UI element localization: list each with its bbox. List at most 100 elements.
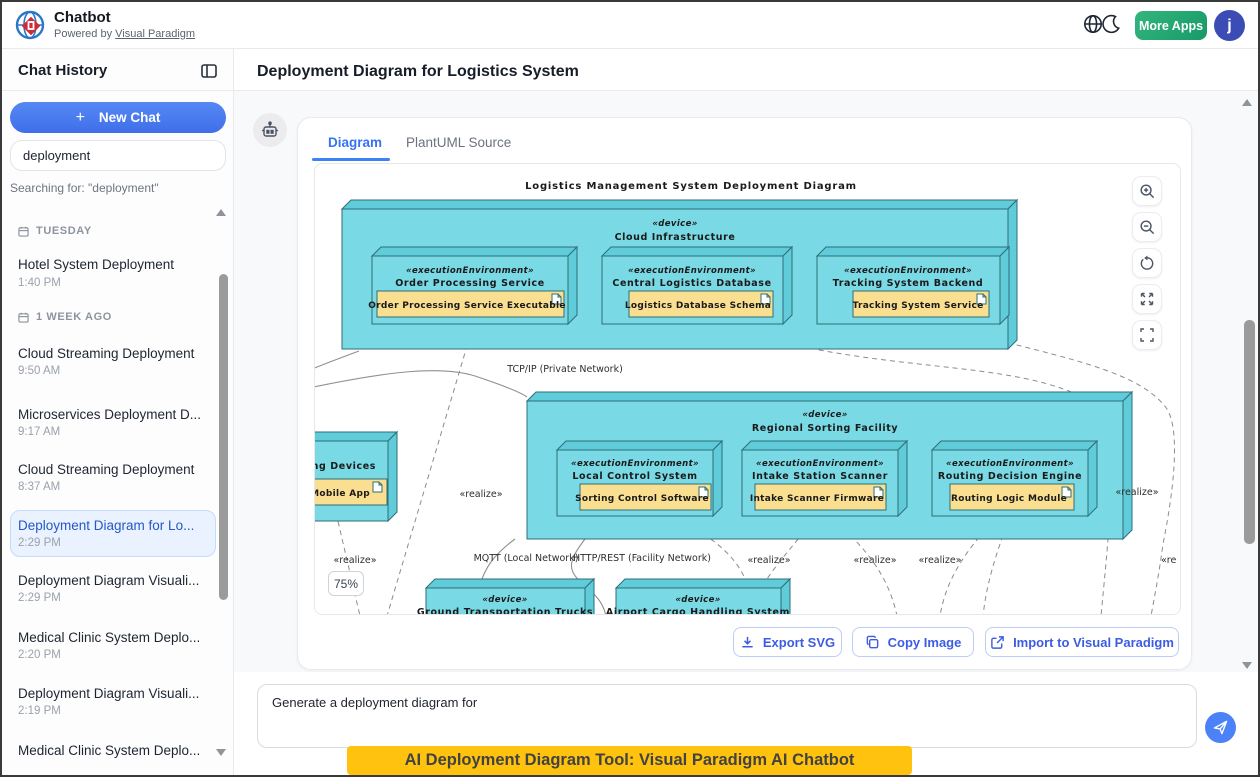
- zoom-level-badge: 75%: [328, 571, 364, 596]
- scrollbar-up-arrow[interactable]: [216, 209, 226, 216]
- visual-paradigm-link[interactable]: Visual Paradigm: [115, 28, 196, 40]
- chat-item-selected[interactable]: [10, 510, 216, 557]
- svg-text:Cloud Infrastructure: Cloud Infrastructure: [615, 232, 736, 243]
- svg-text:Ground Transportation Trucks: Ground Transportation Trucks: [417, 607, 593, 615]
- svg-text:Intake Station Scanner: Intake Station Scanner: [752, 471, 888, 482]
- search-input[interactable]: [10, 140, 226, 171]
- sidebar: Chat History +New Chat Searching for: "d…: [2, 49, 234, 775]
- chat-item-time: 8:37 AM: [18, 481, 61, 493]
- chat-item[interactable]: Deployment Diagram Visuali...: [18, 573, 200, 588]
- svg-text:Tracking System Service: Tracking System Service: [853, 301, 984, 311]
- chat-item[interactable]: Medical Clinic System Deplo...: [18, 743, 201, 758]
- language-globe-icon[interactable]: [1082, 13, 1106, 37]
- plus-icon: +: [75, 108, 85, 126]
- bot-avatar-icon: [253, 113, 287, 147]
- app-title: Chatbot: [54, 9, 111, 26]
- svg-text:«device»: «device»: [802, 410, 847, 420]
- external-link-icon: [991, 635, 1004, 649]
- dark-mode-moon-icon[interactable]: [1100, 13, 1124, 37]
- send-button[interactable]: [1205, 712, 1236, 743]
- new-chat-button[interactable]: +New Chat: [10, 102, 226, 133]
- svg-text:«device»: «device»: [652, 219, 697, 229]
- chat-item-time: 2:29 PM: [18, 537, 61, 549]
- artifact-icon: [372, 481, 383, 493]
- svg-text:Airport Cargo Handling System: Airport Cargo Handling System: [606, 607, 790, 615]
- chat-item[interactable]: Microservices Deployment D...: [18, 407, 202, 422]
- svg-text:Order Processing Service: Order Processing Service: [395, 278, 545, 289]
- zoom-in-button[interactable]: [1132, 176, 1162, 206]
- scrollbar-down-arrow[interactable]: [216, 749, 226, 756]
- chat-item-time: 9:17 AM: [18, 426, 61, 438]
- node-cut-device: e» ing Devices r Mobile App: [315, 430, 399, 523]
- svg-text:Routing Logic Module: Routing Logic Module: [951, 494, 1067, 504]
- svg-text:«executionEnvironment»: «executionEnvironment»: [571, 459, 699, 469]
- diagram-card: Diagram PlantUML Source: [297, 117, 1192, 670]
- diagram-title: Logistics Management System Deployment D…: [525, 181, 857, 192]
- scrollbar-down-arrow[interactable]: [1242, 662, 1252, 669]
- message-input[interactable]: Generate a deployment diagram for: [257, 684, 1197, 748]
- edge-label-realize: «realize»: [333, 555, 376, 566]
- edge-label-mqtt: MQTT (Local Network): [474, 553, 579, 564]
- user-avatar[interactable]: j: [1214, 10, 1245, 41]
- svg-text:Tracking System Backend: Tracking System Backend: [833, 278, 984, 289]
- send-icon: [1213, 720, 1228, 735]
- main-scrollbar-thumb[interactable]: [1244, 320, 1255, 544]
- artifact-icon: [551, 293, 562, 305]
- node-airport-cargo-handling-system: «device» Airport Cargo Handling System: [606, 577, 792, 615]
- edge-label-http: HTTP/REST (Facility Network): [573, 553, 711, 564]
- date-header: TUESDAY: [18, 225, 92, 237]
- chat-item-time: 2:20 PM: [18, 649, 61, 661]
- download-icon: [742, 636, 753, 647]
- edge-label-realize: «realize»: [918, 555, 961, 566]
- node-central-logistics-database: «executionEnvironment» Central Logistics…: [600, 245, 794, 326]
- artifact-icon: [873, 486, 884, 498]
- chat-item[interactable]: Cloud Streaming Deployment: [18, 346, 195, 361]
- diagram-viewport[interactable]: Logistics Management System Deployment D…: [314, 163, 1181, 615]
- svg-text:«executionEnvironment»: «executionEnvironment»: [946, 459, 1074, 469]
- chat-item[interactable]: Cloud Streaming Deployment: [18, 462, 195, 477]
- node-local-control-system: «executionEnvironment» Local Control Sys…: [555, 439, 724, 518]
- export-svg-button[interactable]: Export SVG: [733, 627, 842, 657]
- svg-text:«device»: «device»: [675, 595, 720, 605]
- svg-text:Central Logistics Database: Central Logistics Database: [612, 278, 771, 289]
- tab-plantuml-source[interactable]: PlantUML Source: [406, 135, 512, 150]
- chat-item-time: 2:19 PM: [18, 705, 61, 717]
- promo-banner: AI Deployment Diagram Tool: Visual Parad…: [347, 746, 912, 775]
- edge-label-realize: «realize»: [853, 555, 896, 566]
- copy-image-button[interactable]: Copy Image: [852, 627, 974, 657]
- svg-text:Order Processing Service Execu: Order Processing Service Executable: [368, 301, 566, 311]
- calendar-icon: [18, 312, 29, 323]
- reset-view-button[interactable]: [1132, 248, 1162, 278]
- fullscreen-button[interactable]: [1132, 320, 1162, 350]
- svg-text:«executionEnvironment»: «executionEnvironment»: [756, 459, 884, 469]
- svg-text:«device»: «device»: [482, 595, 527, 605]
- svg-text:«executionEnvironment»: «executionEnvironment»: [406, 266, 534, 276]
- svg-text:Routing Decision Engine: Routing Decision Engine: [938, 471, 1082, 482]
- chat-item-time: 9:50 AM: [18, 365, 61, 377]
- svg-text:Intake Scanner Firmware: Intake Scanner Firmware: [750, 494, 884, 504]
- deployment-diagram: Logistics Management System Deployment D…: [315, 181, 1177, 615]
- import-to-vp-button[interactable]: Import to Visual Paradigm: [985, 627, 1179, 657]
- scrollbar-up-arrow[interactable]: [1242, 99, 1252, 106]
- chat-item[interactable]: Deployment Diagram Visuali...: [18, 686, 200, 701]
- chat-item[interactable]: Medical Clinic System Deplo...: [18, 630, 201, 645]
- svg-text:Sorting Control Software: Sorting Control Software: [575, 494, 709, 504]
- chat-item-time: 2:29 PM: [18, 592, 61, 604]
- calendar-icon: [18, 226, 29, 237]
- artifact-icon: [1061, 486, 1072, 498]
- svg-text:Regional Sorting Facility: Regional Sorting Facility: [752, 423, 898, 434]
- collapse-sidebar-icon[interactable]: [200, 62, 220, 82]
- expand-button[interactable]: [1132, 284, 1162, 314]
- sidebar-scrollbar-thumb[interactable]: [219, 274, 228, 600]
- svg-text:ing Devices: ing Devices: [315, 461, 376, 472]
- chat-item[interactable]: Hotel System Deployment: [18, 257, 175, 272]
- more-apps-button[interactable]: More Apps: [1135, 11, 1207, 40]
- node-ground-transportation-trucks: «device» Ground Transportation Trucks: [417, 577, 596, 615]
- divider: [2, 90, 233, 91]
- chat-item[interactable]: Deployment Diagram for Lo...: [18, 518, 195, 533]
- zoom-out-button[interactable]: [1132, 212, 1162, 242]
- svg-text:«executionEnvironment»: «executionEnvironment»: [844, 266, 972, 276]
- artifact-icon: [976, 293, 987, 305]
- tab-diagram[interactable]: Diagram: [328, 135, 383, 150]
- visual-paradigm-logo-icon: [14, 9, 46, 41]
